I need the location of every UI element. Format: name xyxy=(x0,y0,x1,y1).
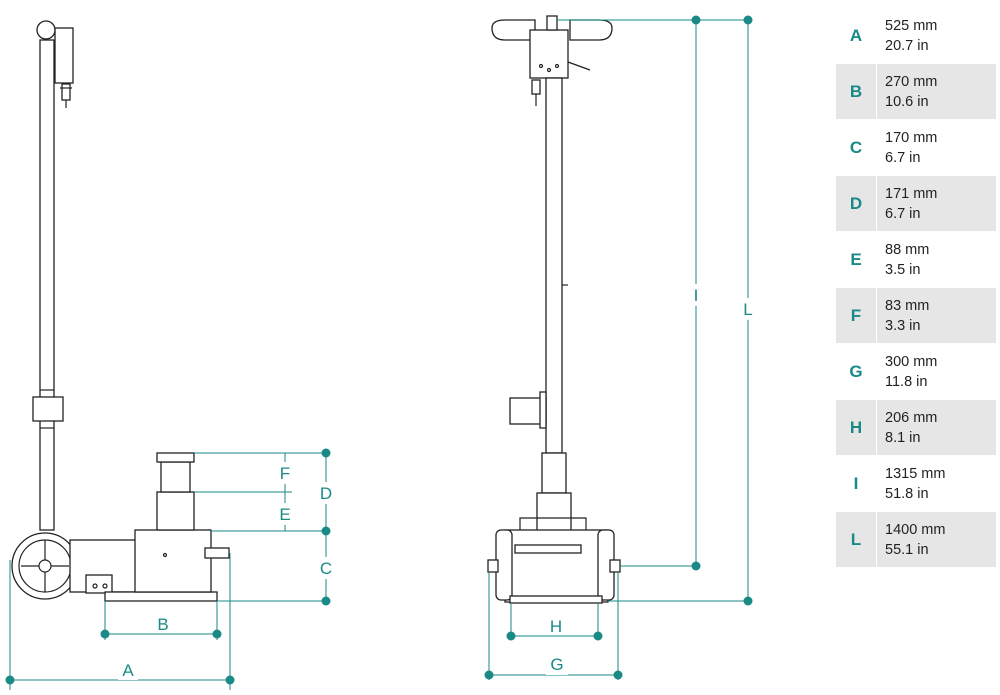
jack-technical-drawing: A B C D E F G H I L xyxy=(5,15,757,690)
dimension-inch: 3.5 in xyxy=(885,261,921,278)
dimension-values: 270 mm 10.6 in xyxy=(876,64,937,119)
dimension-letter: D xyxy=(849,193,863,213)
dimension-inch: 6.7 in xyxy=(885,149,921,166)
dimension-values: 170 mm 6.7 in xyxy=(876,120,937,175)
dimensions-table: A 525 mm 20.7 in B 270 mm 10.6 in C 170 mm 6.7 i… xyxy=(836,8,996,568)
dimension-row-a: A 525 mm 20.7 in xyxy=(836,8,996,64)
label-l: L xyxy=(743,300,752,319)
dimension-mm: 1400 mm xyxy=(885,521,946,538)
dimension-row-e: E 88 mm 3.5 in xyxy=(836,232,996,288)
dimension-labels: A B C D E F G H I L xyxy=(118,284,757,680)
dimension-row-b: B 270 mm 10.6 in xyxy=(836,64,996,120)
dimension-values: 88 mm 3.5 in xyxy=(876,232,929,287)
label-d: D xyxy=(320,484,332,503)
dimension-letter: E xyxy=(850,249,862,269)
dimension-letter: C xyxy=(849,137,863,157)
label-h: H xyxy=(550,617,562,636)
label-i: I xyxy=(694,286,699,305)
dimension-mm: 88 mm xyxy=(885,241,930,258)
dimension-inch: 51.8 in xyxy=(885,485,929,502)
dimension-letter: B xyxy=(849,81,863,101)
dimension-values: 525 mm 20.7 in xyxy=(876,8,937,63)
dimension-values: 1315 mm 51.8 in xyxy=(876,456,945,511)
dimension-values: 171 mm 6.7 in xyxy=(876,176,937,231)
dimension-mm: 83 mm xyxy=(885,297,930,314)
dimension-row-l: L 1400 mm 55.1 in xyxy=(836,512,996,568)
dimension-inch: 11.8 in xyxy=(885,373,928,390)
dimension-row-g: G 300 mm 11.8 in xyxy=(836,344,996,400)
dimension-row-c: C 170 mm 6.7 in xyxy=(836,120,996,176)
dimension-inch: 6.7 in xyxy=(885,205,921,222)
dimension-mm: 206 mm xyxy=(885,409,938,426)
dimension-mm: 300 mm xyxy=(885,353,938,370)
dimension-row-f: F 83 mm 3.3 in xyxy=(836,288,996,344)
dimension-inch: 55.1 in xyxy=(885,541,929,558)
dimension-mm: 1315 mm xyxy=(885,465,946,482)
dimension-inch: 8.1 in xyxy=(885,429,921,446)
dimension-letter: G xyxy=(849,361,863,381)
label-f: F xyxy=(280,464,290,483)
label-b: B xyxy=(157,615,168,634)
dimension-letter: L xyxy=(850,529,862,549)
label-e: E xyxy=(279,505,290,524)
dimension-values: 1400 mm 55.1 in xyxy=(876,512,945,567)
dimension-inch: 20.7 in xyxy=(885,37,929,54)
dimension-mm: 170 mm xyxy=(885,129,938,146)
dimension-letter: A xyxy=(849,25,863,45)
dimension-mm: 171 mm xyxy=(885,185,938,202)
dimension-letter: I xyxy=(853,473,859,493)
label-g: G xyxy=(550,655,563,674)
dimension-letter: H xyxy=(849,417,863,437)
dimension-values: 206 mm 8.1 in xyxy=(876,400,937,455)
side-view xyxy=(11,20,230,602)
label-c: C xyxy=(320,559,332,578)
front-view xyxy=(487,15,621,604)
dimension-mm: 270 mm xyxy=(885,73,938,90)
dimension-row-i: I 1315 mm 51.8 in xyxy=(836,456,996,512)
label-a: A xyxy=(122,661,134,680)
dimension-values: 300 mm 11.8 in xyxy=(876,344,937,399)
dimension-values: 83 mm 3.3 in xyxy=(876,288,929,343)
dimension-mm: 525 mm xyxy=(885,17,938,34)
dimension-letter: F xyxy=(850,305,862,325)
dimension-inch: 3.3 in xyxy=(885,317,921,334)
dimension-row-d: D 171 mm 6.7 in xyxy=(836,176,996,232)
dimension-inch: 10.6 in xyxy=(885,93,929,110)
dimension-row-h: H 206 mm 8.1 in xyxy=(836,400,996,456)
